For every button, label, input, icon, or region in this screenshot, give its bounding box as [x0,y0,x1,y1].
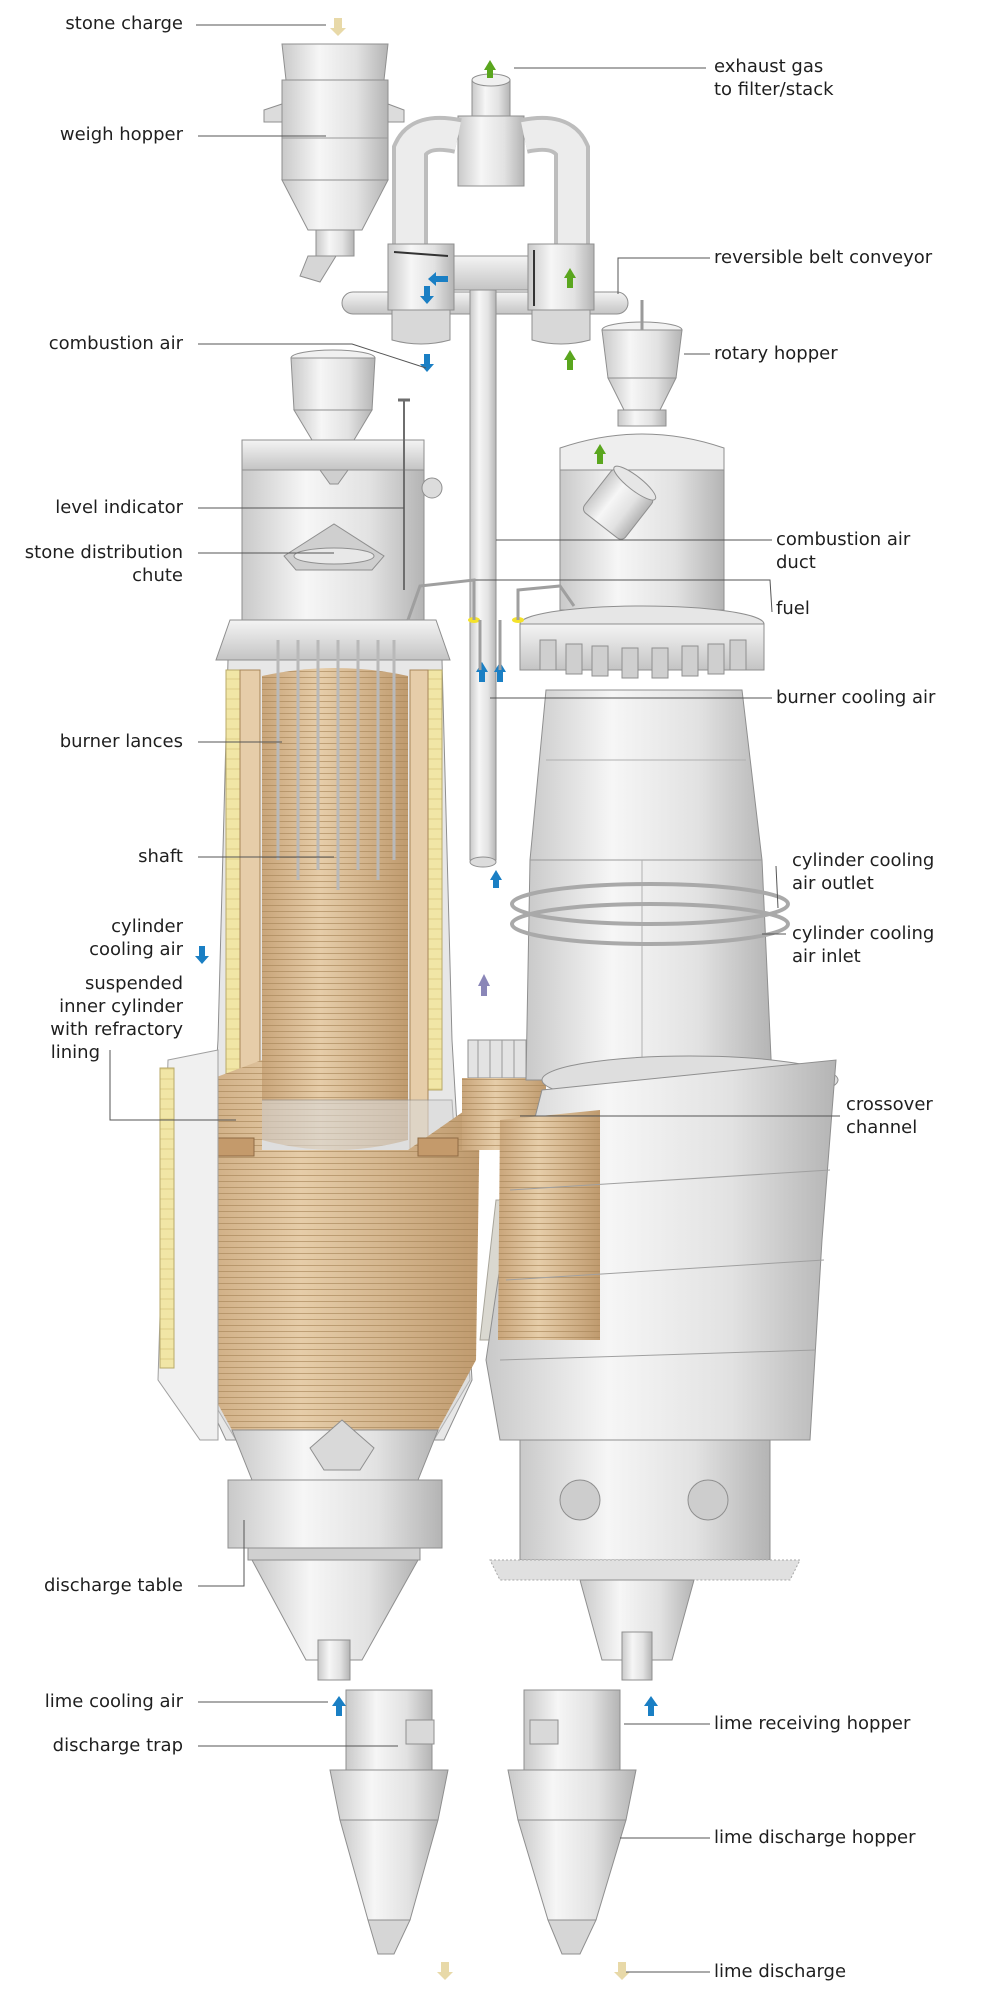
combustion-air-duct [469,289,497,868]
lime-cooling-arrow-1 [332,1696,346,1716]
label-combustion-air-duct-1: combustion air [776,529,911,550]
label-suspended-3: with refractory [50,1019,183,1040]
exhaust-arrow [484,60,496,78]
rotary-hopper [601,300,683,427]
air-arrow-3 [420,354,434,372]
label-suspended-1: suspended [85,973,183,994]
label-shaft: shaft [138,846,183,867]
air-arrow-1 [420,286,434,304]
label-cylinder-cooling-air-inlet-2: air inlet [792,946,861,967]
label-cylinder-cooling-air-outlet-1: cylinder cooling [792,850,935,871]
label-rotary-hopper: rotary hopper [714,343,838,364]
lime-discharge-arrow-1 [437,1962,453,1980]
fuel-pipes [406,578,576,670]
label-cylinder-cooling-air-1: cylinder [111,916,183,937]
label-reversible-belt-conveyor: reversible belt conveyor [714,247,933,268]
right-discharge-section [507,1579,695,1955]
leader-lines [109,24,840,1973]
exhaust-arrow-2 [564,268,576,288]
label-burner-cooling-air: burner cooling air [776,687,936,708]
exhaust-manifold [341,73,629,345]
left-discharge-section [227,1419,449,1955]
label-combustion-air-duct-2: duct [776,552,816,573]
label-exhaust-gas-2: to filter/stack [714,79,834,100]
label-stone-charge: stone charge [65,13,183,34]
label-suspended-4: lining [50,1042,100,1063]
label-weigh-hopper: weigh hopper [59,124,183,145]
label-fuel: fuel [776,598,810,619]
label-discharge-table: discharge table [43,1575,183,1596]
label-stone-distribution-chute-2: chute [132,565,183,586]
label-exhaust-gas-1: exhaust gas [714,56,824,77]
stone-charge-arrow [330,18,346,36]
left-shaft-body [157,640,480,1441]
lime-discharge-arrow-2 [614,1962,630,1980]
label-discharge-trap: discharge trap [52,1735,183,1756]
weigh-hopper [263,43,405,283]
label-lime-discharge-hopper: lime discharge hopper [714,1827,916,1848]
left-shaft-head [215,349,451,661]
label-level-indicator: level indicator [55,497,183,518]
label-stone-distribution-chute-1: stone distribution [24,542,183,563]
exhaust-arrow-4 [594,444,606,464]
label-combustion-air: combustion air [48,333,183,354]
label-crossover-channel-2: channel [846,1117,918,1138]
right-shaft [485,433,839,1581]
label-burner-lances: burner lances [59,731,183,752]
exhaust-arrow-3 [564,350,576,370]
label-cylinder-cooling-air-2: cooling air [89,939,183,960]
air-arrow-2 [428,272,448,286]
label-cylinder-cooling-air-inlet-1: cylinder cooling [792,923,935,944]
label-cylinder-cooling-air-outlet-2: air outlet [792,873,874,894]
flow-arrows [195,18,658,1980]
label-lime-discharge: lime discharge [714,1961,847,1982]
label-lime-cooling-air: lime cooling air [44,1691,183,1712]
cylinder-cooling-arrow [195,946,209,964]
duct-arrow [490,870,502,888]
lime-cooling-arrow-2 [644,1696,658,1716]
label-lime-receiving-hopper: lime receiving hopper [714,1713,911,1734]
label-crossover-channel-1: crossover [846,1094,933,1115]
gas-arrow [478,974,490,996]
label-suspended-2: inner cylinder [59,996,183,1017]
